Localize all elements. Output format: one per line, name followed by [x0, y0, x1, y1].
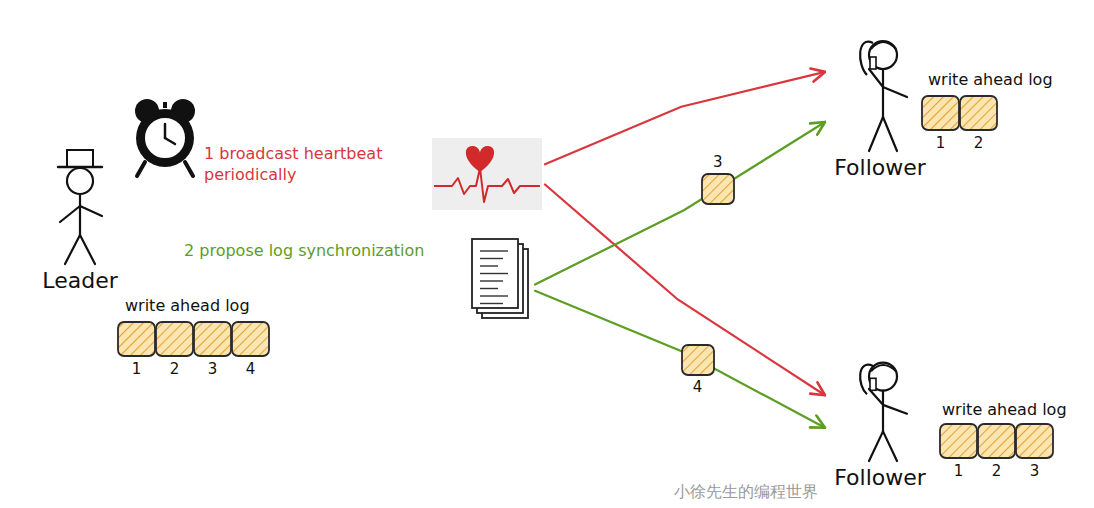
figure-name: Follower [834, 155, 926, 181]
log-title: write ahead log [942, 400, 1067, 419]
figure-name: Follower [834, 465, 926, 491]
drawing-circle [869, 363, 897, 391]
drawing-path [871, 42, 896, 49]
log-cell [702, 174, 734, 204]
drawing-line [883, 431, 897, 461]
log-title: write ahead log [125, 296, 250, 315]
drawing-rect [67, 150, 93, 167]
follower-figure: Follower [825, 25, 935, 181]
drawing-line [480, 265, 498, 266]
log-title: write ahead log [928, 70, 1053, 89]
log-index: 4 [693, 378, 703, 396]
carried-cell [700, 173, 736, 205]
log-cell [960, 96, 997, 130]
connector-arrow [535, 122, 825, 285]
follower-stick-figure [860, 41, 907, 151]
drawing-line [883, 87, 907, 97]
log-index: 1 [122, 360, 152, 378]
drawing-line [480, 288, 498, 289]
alarm-clock [135, 99, 195, 176]
watermark: 小徐先生的编程世界 [540, 482, 818, 501]
log-cell [232, 322, 269, 356]
drawing-line [480, 250, 508, 251]
drawing-line [869, 431, 883, 461]
drawing-circle [136, 109, 194, 167]
drawing-rect [432, 138, 542, 210]
figure-outline [45, 140, 115, 268]
connector-arrow [545, 72, 825, 164]
drawing-line [80, 235, 95, 264]
drawing-path [871, 365, 896, 371]
leader-figure: Leader [25, 140, 135, 294]
connector-arrow [535, 291, 825, 428]
follower-figure: Follower [825, 350, 935, 491]
log-cells [118, 96, 1053, 458]
figure-name: Leader [42, 268, 117, 294]
log-index: 2 [964, 134, 994, 152]
drawing-line [883, 117, 897, 151]
drawing-rect [870, 57, 876, 69]
step-text: 2 propose log synchronization [184, 241, 424, 262]
log-cell [940, 424, 977, 458]
drawing-line [480, 258, 503, 259]
log-index: 3 [198, 360, 228, 378]
drawing-rect [870, 378, 876, 390]
follower-stick-figure [860, 363, 907, 461]
drawing-line [883, 405, 907, 414]
log-index: 2 [160, 360, 190, 378]
drawing-line [869, 389, 883, 405]
drawing-polyline [434, 168, 540, 202]
log-index: 2 [982, 462, 1012, 480]
drawing-line [185, 162, 193, 176]
drawing-line [163, 102, 167, 108]
log-cell [194, 322, 231, 356]
log-cell [1016, 424, 1053, 458]
log-cell [682, 345, 714, 375]
drawing-circle [869, 41, 897, 69]
heartbeat-icon [432, 138, 542, 210]
figure-outline [845, 350, 915, 465]
carried-log-entry: 4 [680, 342, 716, 396]
log-index: 3 [713, 153, 723, 171]
step-text: 1 broadcast heartbeat periodically [204, 144, 426, 186]
log-cell [922, 96, 959, 130]
heartbeat-step: 1 broadcast heartbeat periodically [200, 138, 545, 213]
log-index: 3 [1020, 462, 1050, 480]
log-index: 4 [236, 360, 266, 378]
drawing-line [65, 235, 80, 264]
drawing-line [882, 69, 884, 117]
icon-outline [432, 138, 542, 210]
drawing-line [79, 194, 81, 235]
drawing-line [164, 124, 167, 138]
log-index: 1 [926, 134, 956, 152]
drawing-line [882, 391, 884, 432]
drawing-line [869, 69, 883, 87]
connector-arrow [545, 185, 825, 396]
drawing-line [869, 117, 883, 151]
drawing-line [480, 303, 503, 304]
leader-stick-figure [58, 150, 102, 264]
document-icon [472, 239, 528, 318]
drawing-circle [67, 168, 93, 194]
drawing-line [60, 206, 80, 222]
log-cell [156, 322, 193, 356]
drawing-line [480, 273, 508, 274]
drawing-line [165, 138, 175, 144]
drawing-line [480, 280, 503, 281]
log-cell [118, 322, 155, 356]
log-index: 1 [944, 462, 974, 480]
drawing-circle [144, 117, 186, 159]
log-cell [978, 424, 1015, 458]
icon-outline [470, 237, 532, 322]
carried-cell [680, 344, 716, 376]
drawing-line [137, 162, 145, 176]
figure-outline [845, 25, 915, 155]
carried-log-entry: 3 [700, 153, 736, 207]
drawing-line [480, 295, 508, 296]
drawing-rect [472, 239, 518, 308]
drawing-line [80, 206, 102, 216]
